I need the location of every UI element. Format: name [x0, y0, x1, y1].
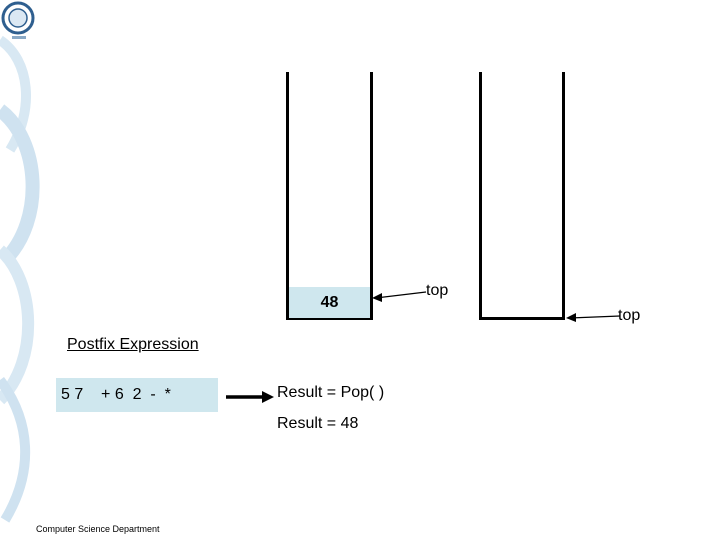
university-logo-icon — [1, 1, 35, 39]
stack1-cell: 48 — [289, 287, 370, 318]
result-pop-line: Result = Pop( ) — [277, 384, 385, 401]
stack2-left-wall — [479, 72, 482, 320]
postfix-expression-tokens: 5 7 + 6 2 - * — [61, 386, 171, 403]
stack1-top-arrow-icon — [372, 291, 427, 302]
right-arrow-icon — [226, 391, 274, 403]
stack1-right-wall — [370, 72, 373, 320]
stack1-top-label: top — [426, 282, 449, 299]
stack1-bottom — [286, 318, 373, 320]
postfix-expression-heading: Postfix Expression — [67, 336, 199, 353]
footer-department: Computer Science Department — [36, 524, 160, 534]
stack2-top-arrow-icon — [566, 313, 621, 322]
stack2-top-label: top — [618, 307, 641, 324]
postfix-expression-box: 5 7 + 6 2 - * — [56, 378, 218, 412]
stack2-bottom — [479, 317, 565, 320]
stack1-left-wall — [286, 72, 289, 320]
result-value-line: Result = 48 — [277, 415, 359, 432]
decorative-swirl-background — [0, 35, 40, 523]
stack2-right-wall — [562, 72, 565, 320]
